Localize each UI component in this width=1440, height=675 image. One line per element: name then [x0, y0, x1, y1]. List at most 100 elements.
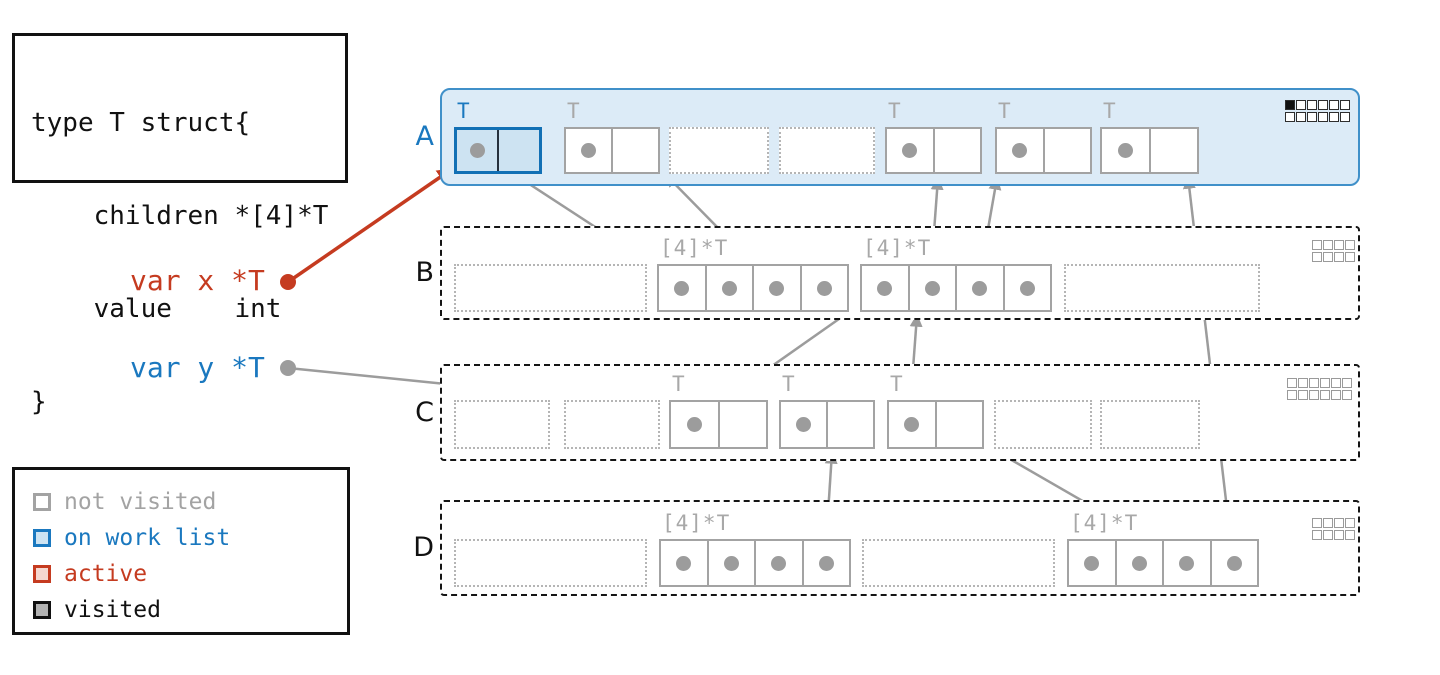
bitmap-cell — [1334, 530, 1344, 540]
free-slot — [1100, 400, 1200, 449]
object-type-label: T — [998, 99, 1012, 123]
bitmap-cell — [1309, 378, 1319, 388]
object-type-label: T — [457, 99, 471, 123]
memory-span-D: D[4]*T[4]*T — [413, 500, 1360, 596]
object-D-4 — [1067, 539, 1259, 587]
object-cell — [934, 402, 983, 447]
var-y-label: var y *T — [130, 351, 265, 384]
object-cell — [717, 402, 767, 447]
pointer-dot — [796, 417, 811, 432]
object-cell — [1042, 129, 1091, 172]
var-x-label: var x *T — [130, 264, 265, 297]
free-slot — [454, 539, 647, 587]
bitmap-cell — [1312, 240, 1322, 250]
pointer-dot — [674, 280, 690, 296]
object-cell — [801, 541, 850, 585]
object-C-5 — [887, 400, 984, 449]
object-cell — [611, 129, 658, 172]
object-cell — [781, 402, 826, 447]
object-cell — [659, 266, 705, 310]
pointer-dot — [1179, 555, 1195, 571]
bitmap-cell — [1334, 252, 1344, 262]
active-swatch-icon — [33, 565, 51, 583]
pointer-dot — [1019, 280, 1035, 296]
bitmap-cell — [1307, 112, 1317, 122]
legend-label: on work list — [64, 525, 231, 551]
object-A-1 — [454, 127, 542, 174]
code-line: children *[4]*T — [31, 201, 329, 231]
object-type-label: [4]*T — [662, 511, 731, 535]
span-label-B: B — [415, 256, 434, 288]
object-cell — [799, 266, 848, 310]
pointer-dot — [581, 143, 596, 158]
free-slot — [454, 264, 647, 312]
pointer-dot — [1131, 555, 1147, 571]
bitmap-cell — [1323, 530, 1333, 540]
pointer-dot — [686, 417, 702, 432]
span-label-A: A — [415, 120, 434, 152]
object-D-2 — [659, 539, 851, 587]
bitmap-cell — [1285, 100, 1295, 110]
object-cell — [661, 541, 707, 585]
bitmap-cell — [1334, 240, 1344, 250]
object-cell — [566, 129, 611, 172]
object-cell — [752, 266, 800, 310]
pointer-dot — [877, 280, 893, 296]
legend-box: not visited on work list active visited — [12, 467, 350, 635]
object-C-3 — [669, 400, 768, 449]
bitmap-cell — [1307, 100, 1317, 110]
object-type-label: T — [888, 99, 902, 123]
bitmap-cell — [1287, 378, 1297, 388]
bitmap-cell — [1312, 252, 1322, 262]
object-cell — [955, 266, 1003, 310]
bitmap-row — [1312, 518, 1355, 528]
object-type-label: T — [567, 99, 581, 123]
bitmap-cell — [1342, 378, 1352, 388]
type-definition-box: type T struct{ children *[4]*T value int… — [12, 33, 348, 417]
memory-span-B: B[4]*T[4]*T — [415, 226, 1360, 320]
object-cell — [457, 130, 497, 171]
bitmap-row — [1287, 378, 1352, 388]
bitmap-cell — [1318, 100, 1328, 110]
code-line: value int — [31, 294, 282, 324]
pointer-dot — [818, 555, 834, 571]
object-A-6 — [995, 127, 1092, 174]
bitmap-cell — [1320, 390, 1330, 400]
bitmap-cell — [1298, 378, 1308, 388]
object-cell — [826, 402, 873, 447]
span-bitmap-icon — [1312, 518, 1355, 540]
object-cell — [706, 541, 755, 585]
pointer-dot — [902, 143, 918, 158]
free-slot — [564, 400, 660, 449]
bitmap-cell — [1323, 252, 1333, 262]
not-visited-swatch-icon — [33, 493, 51, 511]
bitmap-row — [1287, 390, 1352, 400]
code-line: } — [31, 387, 47, 417]
bitmap-cell — [1296, 112, 1306, 122]
bitmap-cell — [1285, 112, 1295, 122]
legend-item-on-work-list: on work list — [33, 520, 347, 556]
visited-swatch-icon — [33, 601, 51, 619]
bitmap-cell — [1309, 390, 1319, 400]
bitmap-cell — [1329, 100, 1339, 110]
free-slot — [1064, 264, 1260, 312]
pointer-dot — [769, 280, 785, 296]
bitmap-cell — [1298, 390, 1308, 400]
bitmap-row — [1285, 100, 1350, 110]
object-cell — [862, 266, 908, 310]
legend-label: active — [64, 561, 148, 587]
object-cell — [704, 266, 753, 310]
span-bitmap-icon — [1312, 240, 1355, 262]
free-slot — [779, 127, 875, 174]
object-type-label: [4]*T — [660, 236, 729, 260]
span-label-D: D — [413, 531, 434, 563]
object-cell — [889, 402, 935, 447]
bitmap-cell — [1331, 390, 1341, 400]
span-label-C: C — [415, 396, 434, 428]
bitmap-cell — [1312, 530, 1322, 540]
legend-label: visited — [64, 597, 161, 623]
object-cell — [1209, 541, 1258, 585]
